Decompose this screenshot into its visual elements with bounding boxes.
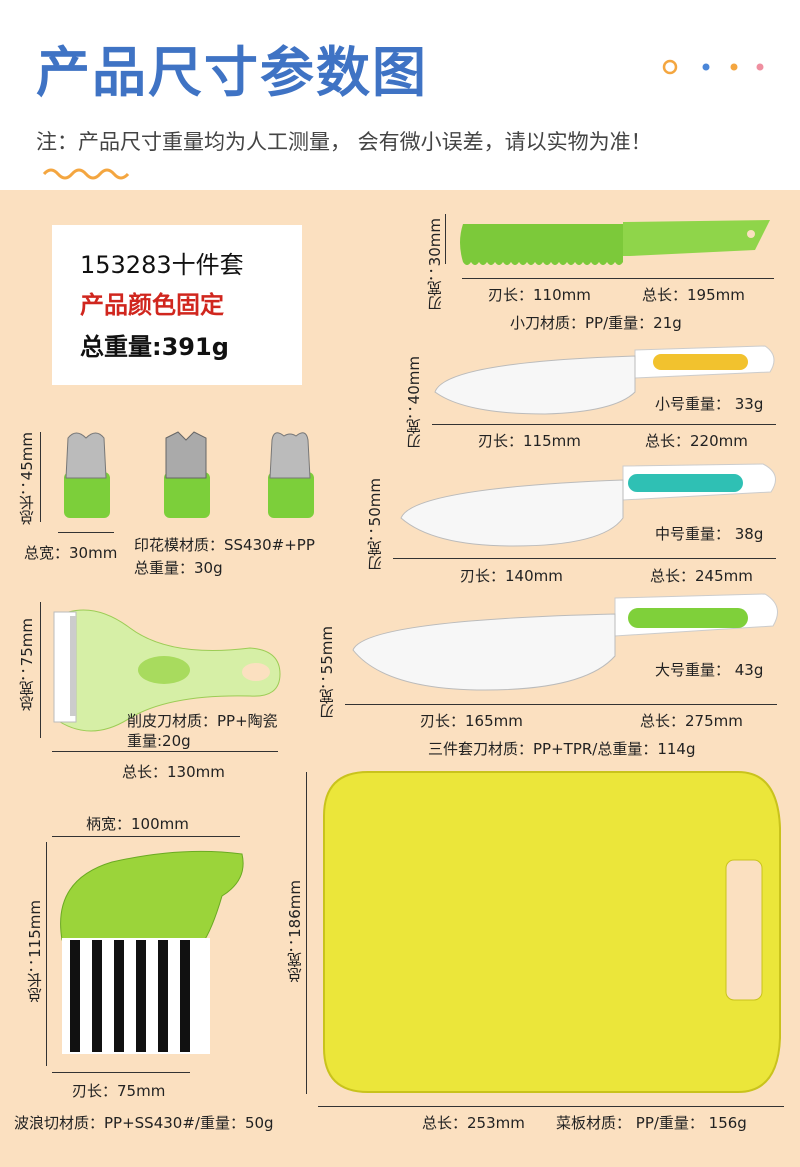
wave-decoration-icon [42, 168, 130, 180]
dim-line [52, 1072, 190, 1073]
board-width: 总宽：186mm [286, 880, 304, 983]
crinkle-blade-length: 刃长：75mm [72, 1082, 166, 1100]
cutters-width: 总宽：30mm [24, 544, 118, 562]
knife-large-blade-length: 刃长：165mm [420, 712, 523, 730]
small-serrated-blade-length: 刃长：110mm [488, 286, 591, 304]
knife-small-weight: 小号重量： 33g [655, 395, 764, 413]
knife-small-blade-length: 刃长：115mm [478, 432, 581, 450]
dim-line [40, 602, 41, 738]
dim-line [345, 704, 777, 705]
board-total-length: 总长：253mm [422, 1114, 525, 1132]
dots-decoration-icon [662, 59, 764, 75]
page-title: 产品尺寸参数图 [36, 41, 428, 104]
knife-medium-blade-width: 刃宽：50mm [366, 478, 384, 572]
small-serrated-material: 小刀材质：PP/重量：21g [510, 314, 682, 332]
knife-medium-image [400, 463, 776, 547]
knife-medium-total-length: 总长：245mm [650, 567, 753, 585]
knife-small-image [434, 345, 775, 415]
peeler-width: 总宽：75mm [18, 618, 36, 712]
knife-large-image [352, 593, 778, 691]
small-serrated-total-length: 总长：195mm [642, 286, 745, 304]
knife-medium-weight: 中号重量： 38g [655, 525, 764, 543]
color-note: 产品颜色固定 [80, 291, 224, 319]
dim-line [58, 532, 114, 533]
peeler-material: 削皮刀材质：PP+陶瓷 [127, 712, 278, 730]
vegetable-cutters-image [64, 431, 314, 518]
cutters-height: 总长：45mm [18, 432, 36, 526]
small-serrated-blade-width: 刃宽：30mm [426, 218, 444, 312]
knife-small-blade-width: 刃宽：40mm [405, 356, 423, 450]
knife-large-weight: 大号重量： 43g [655, 661, 764, 679]
knife-set-material: 三件套刀材质：PP+TPR/总重量：114g [428, 740, 696, 758]
peeler-total-length: 总长：130mm [122, 763, 225, 781]
dim-line [445, 214, 446, 264]
dim-line [306, 772, 307, 1094]
dim-line [46, 842, 47, 1066]
cutters-weight: 总重量：30g [134, 559, 223, 577]
knife-small-total-length: 总长：220mm [645, 432, 748, 450]
dim-line [393, 558, 776, 559]
dim-line [52, 836, 240, 837]
dim-line [40, 432, 41, 522]
crinkle-total-length: 总长：115mm [26, 900, 44, 1003]
knife-medium-blade-length: 刃长：140mm [460, 567, 563, 585]
knife-large-total-length: 总长：275mm [640, 712, 743, 730]
dim-line [52, 751, 278, 752]
dim-line [432, 424, 776, 425]
cutting-board-image [323, 771, 781, 1093]
peeler-image [53, 609, 281, 732]
board-material: 菜板材质： PP/重量： 156g [556, 1114, 747, 1132]
crinkle-material: 波浪切材质：PP+SS430#/重量：50g [14, 1114, 274, 1132]
dim-line [318, 1106, 784, 1107]
peeler-weight: 重量:20g [127, 732, 191, 750]
dim-line [462, 278, 774, 279]
set-info-box: 153283十件套 产品颜色固定 总重量:391g [52, 225, 302, 385]
small-serrated-knife-image [460, 220, 770, 265]
set-name: 153283十件套 [80, 251, 244, 279]
cutters-material: 印花模材质：SS430#+PP [134, 536, 315, 554]
total-weight: 总重量:391g [80, 333, 229, 361]
crinkle-handle-width: 柄宽：100mm [86, 815, 189, 833]
knife-large-blade-width: 刃宽：55mm [318, 626, 336, 720]
measurement-note: 注：产品尺寸重量均为人工测量， 会有微小误差，请以实物为准！ [36, 130, 652, 154]
header-section [0, 0, 800, 190]
crinkle-cutter-image [60, 850, 244, 1054]
